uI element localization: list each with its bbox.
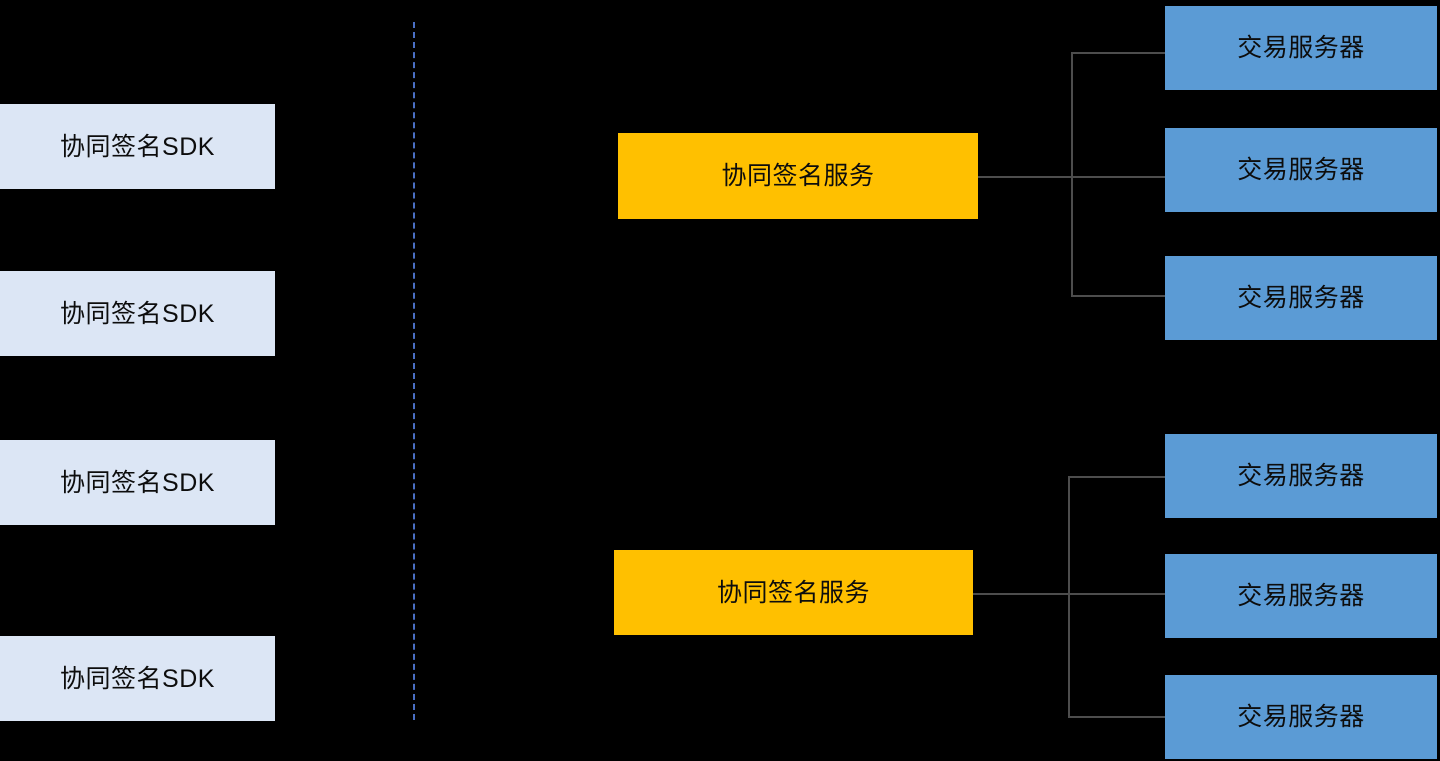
server-box-4[interactable]: 交易服务器 — [1165, 434, 1437, 518]
server-box-2-label: 交易服务器 — [1237, 156, 1365, 184]
edge-trunk-upper — [1071, 52, 1073, 297]
edge-trunk-to-server-4 — [1068, 476, 1166, 478]
edge-service-1-to-trunk — [978, 176, 1072, 178]
server-box-1[interactable]: 交易服务器 — [1165, 6, 1437, 90]
server-box-4-label: 交易服务器 — [1237, 462, 1365, 490]
server-box-5-label: 交易服务器 — [1237, 582, 1365, 610]
sdk-box-1[interactable]: 协同签名SDK — [0, 104, 275, 189]
edge-trunk-to-server-3 — [1071, 295, 1166, 297]
service-box-2[interactable]: 协同签名服务 — [614, 550, 973, 635]
server-box-3-label: 交易服务器 — [1237, 284, 1365, 312]
edge-trunk-to-server-6 — [1068, 716, 1166, 718]
server-box-6[interactable]: 交易服务器 — [1165, 675, 1437, 759]
edge-trunk-to-server-5 — [1068, 593, 1166, 595]
sdk-box-3[interactable]: 协同签名SDK — [0, 440, 275, 525]
server-box-5[interactable]: 交易服务器 — [1165, 554, 1437, 638]
sdk-box-4[interactable]: 协同签名SDK — [0, 636, 275, 721]
edge-service-2-to-trunk — [973, 593, 1069, 595]
edge-trunk-lower — [1068, 476, 1070, 718]
edge-trunk-to-server-2 — [1071, 176, 1166, 178]
service-box-1-label: 协同签名服务 — [721, 162, 875, 190]
server-box-3[interactable]: 交易服务器 — [1165, 256, 1437, 340]
server-box-6-label: 交易服务器 — [1237, 703, 1365, 731]
service-box-2-label: 协同签名服务 — [716, 578, 870, 607]
sdk-box-2-label: 协同签名SDK — [60, 299, 215, 328]
server-box-1-label: 交易服务器 — [1237, 34, 1365, 62]
server-box-2[interactable]: 交易服务器 — [1165, 128, 1437, 212]
service-box-1[interactable]: 协同签名服务 — [618, 133, 978, 219]
sdk-box-3-label: 协同签名SDK — [60, 468, 215, 497]
edge-trunk-to-server-1 — [1071, 52, 1166, 54]
sdk-box-4-label: 协同签名SDK — [60, 664, 215, 693]
sdk-box-2[interactable]: 协同签名SDK — [0, 271, 275, 356]
sdk-box-1-label: 协同签名SDK — [60, 132, 215, 161]
vertical-dashed-divider — [413, 22, 415, 720]
